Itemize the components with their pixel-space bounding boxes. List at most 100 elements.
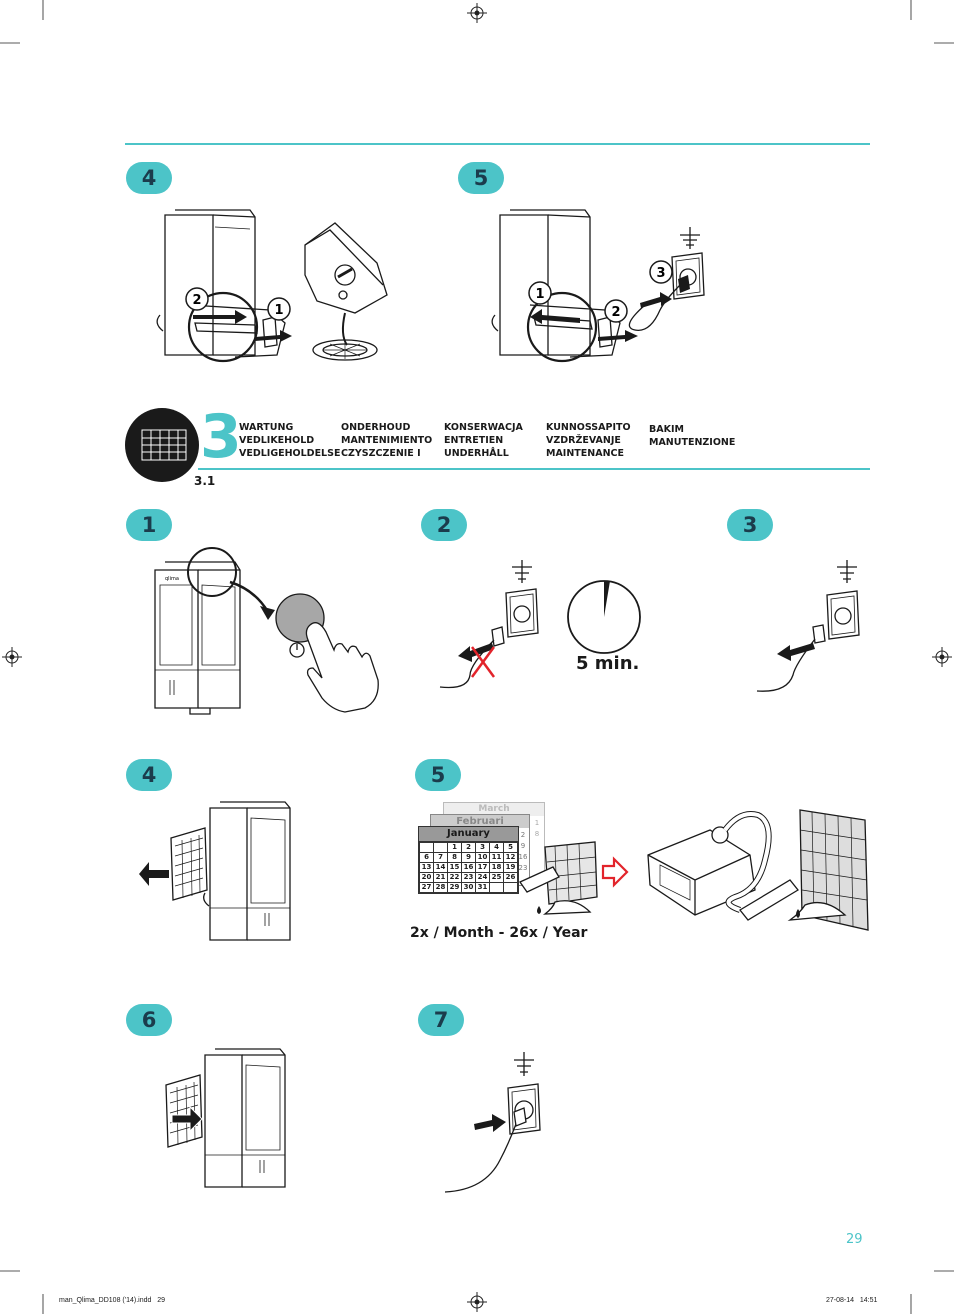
calendar-day: 8 (534, 830, 540, 838)
calendar-day (433, 842, 448, 853)
step-badge-5: 5 (415, 759, 461, 791)
figure-vacuum-cleaner (647, 809, 869, 931)
lang-title: VEDLIGEHOLDELSE (239, 448, 341, 459)
figure-switch-off: qlima (154, 547, 379, 715)
calendar-day: 24 (475, 872, 490, 883)
registration-mark-bottom (467, 1292, 487, 1312)
lang-title: MAINTENANCE (546, 448, 624, 459)
calendar-day: 6 (419, 852, 434, 863)
calendar-month-label: March (444, 803, 544, 816)
calendar-day: 23 (518, 864, 528, 872)
callout-label: 2 (192, 293, 201, 308)
figure-insert-filter (165, 1048, 286, 1188)
arrow-right-icon (601, 856, 629, 888)
lang-title: WARTUNG (239, 422, 294, 433)
calendar-day: 15 (447, 862, 462, 873)
lang-title: BAKIM (649, 424, 684, 435)
figure-unplugged (756, 560, 860, 692)
calendar-day: 31 (475, 882, 490, 893)
section-rule (198, 468, 870, 470)
callout-label: 1 (535, 287, 544, 302)
figure-unplug-wait (439, 560, 641, 689)
calendar-day: 2 (520, 831, 526, 839)
lang-title: MANUTENZIONE (649, 437, 736, 448)
calendar-day: 8 (447, 852, 462, 863)
lang-title: VZDRŽEVANJE (546, 435, 621, 446)
section-title-col-5: BAKIM MANUTENZIONE (649, 423, 735, 449)
calendar-day: 21 (433, 872, 448, 883)
figure-vacuum-small (519, 841, 598, 915)
filter-icon (125, 408, 199, 482)
footer-timestamp: 27-08-14 14:51 (826, 1297, 878, 1304)
calendar-day (503, 882, 518, 893)
calendar-day: 20 (419, 872, 434, 883)
step-badge-6: 6 (126, 1004, 172, 1036)
step-badge-7: 7 (418, 1004, 464, 1036)
calendar-day (419, 842, 434, 853)
lang-title: KUNNOSSAPITO (546, 422, 631, 433)
calendar-month-label: January (419, 827, 518, 842)
step-badge-1: 1 (126, 509, 172, 541)
section-title-col-4: KUNNOSSAPITO VZDRŽEVANJE MAINTENANCE (546, 421, 631, 460)
calendar-day: 1 (534, 819, 540, 827)
calendar-day: 28 (433, 882, 448, 893)
calendar-day: 25 (489, 872, 504, 883)
calendar-day: 3 (475, 842, 490, 853)
section-title-col-3: KONSERWACJA ENTRETIEN UNDERHÅLL (444, 421, 523, 460)
registration-mark-right (932, 647, 952, 667)
calendar-day: 18 (489, 862, 504, 873)
brand-label: qlima (165, 576, 179, 582)
step-badge-top-5: 5 (458, 162, 504, 194)
lang-title: VEDLIKEHOLD (239, 435, 315, 446)
subsection-number: 3.1 (194, 474, 216, 488)
calendar-day: 22 (447, 872, 462, 883)
lang-title: UNDERHÅLL (444, 448, 509, 459)
footer-filename: man_Qlima_DD108 ('14).indd 29 (59, 1297, 166, 1304)
callout-label: 1 (274, 303, 283, 318)
registration-mark-top (467, 3, 487, 23)
calendar-day: 13 (419, 862, 434, 873)
calendar-month-label: Februari (431, 815, 529, 828)
calendar-day: 29 (447, 882, 462, 893)
calendar-day: 23 (461, 872, 476, 883)
callout-label: 2 (611, 305, 620, 320)
calendar-day: 14 (433, 862, 448, 873)
calendar-day: 1 (447, 842, 462, 853)
calendar-day: 16 (518, 853, 528, 861)
section-number: 3 (200, 402, 242, 472)
registration-mark-left (2, 647, 22, 667)
lang-title: MANTENIMIENTO (341, 435, 433, 446)
lang-title: KONSERWACJA (444, 422, 523, 433)
calendar-day: 10 (475, 852, 490, 863)
page-number: 29 (846, 1232, 863, 1247)
frequency-label: 2x / Month - 26x / Year (410, 925, 588, 941)
calendar-day: 9 (461, 852, 476, 863)
step-badge-4: 4 (126, 759, 172, 791)
calendar-day: 9 (520, 842, 526, 850)
calendar-day: 27 (419, 882, 434, 893)
figure-remove-filter (139, 801, 291, 941)
step-badge-2: 2 (421, 509, 467, 541)
calendar-day: 11 (489, 852, 504, 863)
calendar-day: 16 (461, 862, 476, 873)
lang-title: ONDERHOUD (341, 422, 411, 433)
section-title-col-2: ONDERHOUD MANTENIMIENTO CZYSZCZENIE I (341, 421, 432, 460)
figure-insert-tank: 1 2 3 (491, 209, 705, 363)
timer-label: 5 min. (576, 653, 640, 674)
figure-empty-tank: 2 1 (156, 209, 388, 363)
calendar-day: 17 (475, 862, 490, 873)
top-rule (125, 143, 870, 145)
lang-title: ENTRETIEN (444, 435, 504, 446)
section-title-col-1: WARTUNG VEDLIKEHOLD VEDLIGEHOLDELSE (239, 421, 340, 460)
calendar-side-col-a: 1 8 (531, 818, 543, 840)
step-badge-top-4: 4 (126, 162, 172, 194)
callout-label: 3 (656, 266, 665, 281)
lang-title: CZYSZCZENIE I (341, 448, 421, 459)
